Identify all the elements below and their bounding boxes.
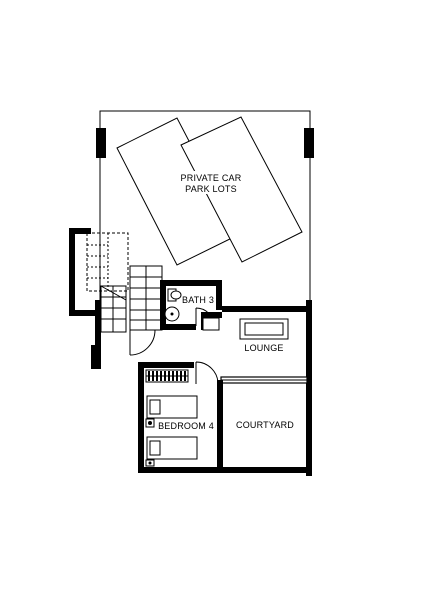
- courtyard-label: COURTYARD: [236, 420, 294, 430]
- sofa-icon: [239, 318, 289, 340]
- bedroom-wall-bottom: [138, 467, 312, 473]
- carpark-label-bg: [176, 171, 246, 194]
- dashed-stair-treads: [87, 233, 109, 291]
- lounge-wall-right: [306, 300, 312, 476]
- stair-wall-outer-left: [69, 228, 75, 316]
- bedroom-wall-left: [138, 362, 144, 472]
- bedroom-label-bg: [157, 420, 215, 431]
- carpark-label-line1: PRIVATE CAR: [181, 173, 242, 183]
- basin-icon: [164, 306, 180, 322]
- stair-wall-stub: [91, 345, 101, 369]
- stair-door-swing: [129, 329, 156, 356]
- stair-main-treads: [130, 266, 162, 330]
- bed-upper: [146, 395, 198, 419]
- lounge-wall-top: [222, 306, 312, 312]
- lounge-room: LOUNGE: [201, 300, 312, 476]
- left-stair-block: [69, 228, 163, 369]
- carpark-label-line2: PARK LOTS: [185, 184, 237, 194]
- wardrobe: [145, 369, 189, 383]
- bath-3-room: BATH 3: [160, 280, 222, 330]
- bed-lower: [146, 436, 198, 460]
- pillar-top-left: [96, 128, 106, 158]
- lounge-window: [202, 317, 220, 331]
- courtyard-glazing-left: [217, 380, 223, 468]
- courtyard-area: COURTYARD: [217, 376, 308, 468]
- bath-3-label: BATH 3: [182, 295, 214, 305]
- bedroom-wall-top: [138, 362, 194, 368]
- car-park-boundary: [99, 110, 311, 300]
- pillar-top-right: [304, 128, 314, 158]
- bedroom-door-swing: [195, 361, 219, 385]
- stair-lower-treads: [101, 286, 126, 332]
- lounge-wall-left-stub: [201, 312, 222, 318]
- bedroom-4-label: BEDROOM 4: [158, 421, 214, 431]
- bedside-tables: [145, 418, 155, 467]
- bath-wall-left: [160, 280, 166, 330]
- stair-landing-diagonal: [100, 285, 127, 301]
- bath-wall-bottom: [160, 324, 196, 330]
- car-park-area: PRIVATE CAR PARK LOTS: [96, 110, 314, 300]
- bath-wall-right: [216, 280, 222, 310]
- stair-wall-bottom: [69, 310, 101, 316]
- toilet-icon: [167, 288, 182, 302]
- bath-wall-top: [160, 280, 222, 286]
- stair-wall-top: [69, 228, 91, 234]
- lounge-label: LOUNGE: [244, 343, 283, 353]
- stair-wall-inner-left: [95, 300, 101, 368]
